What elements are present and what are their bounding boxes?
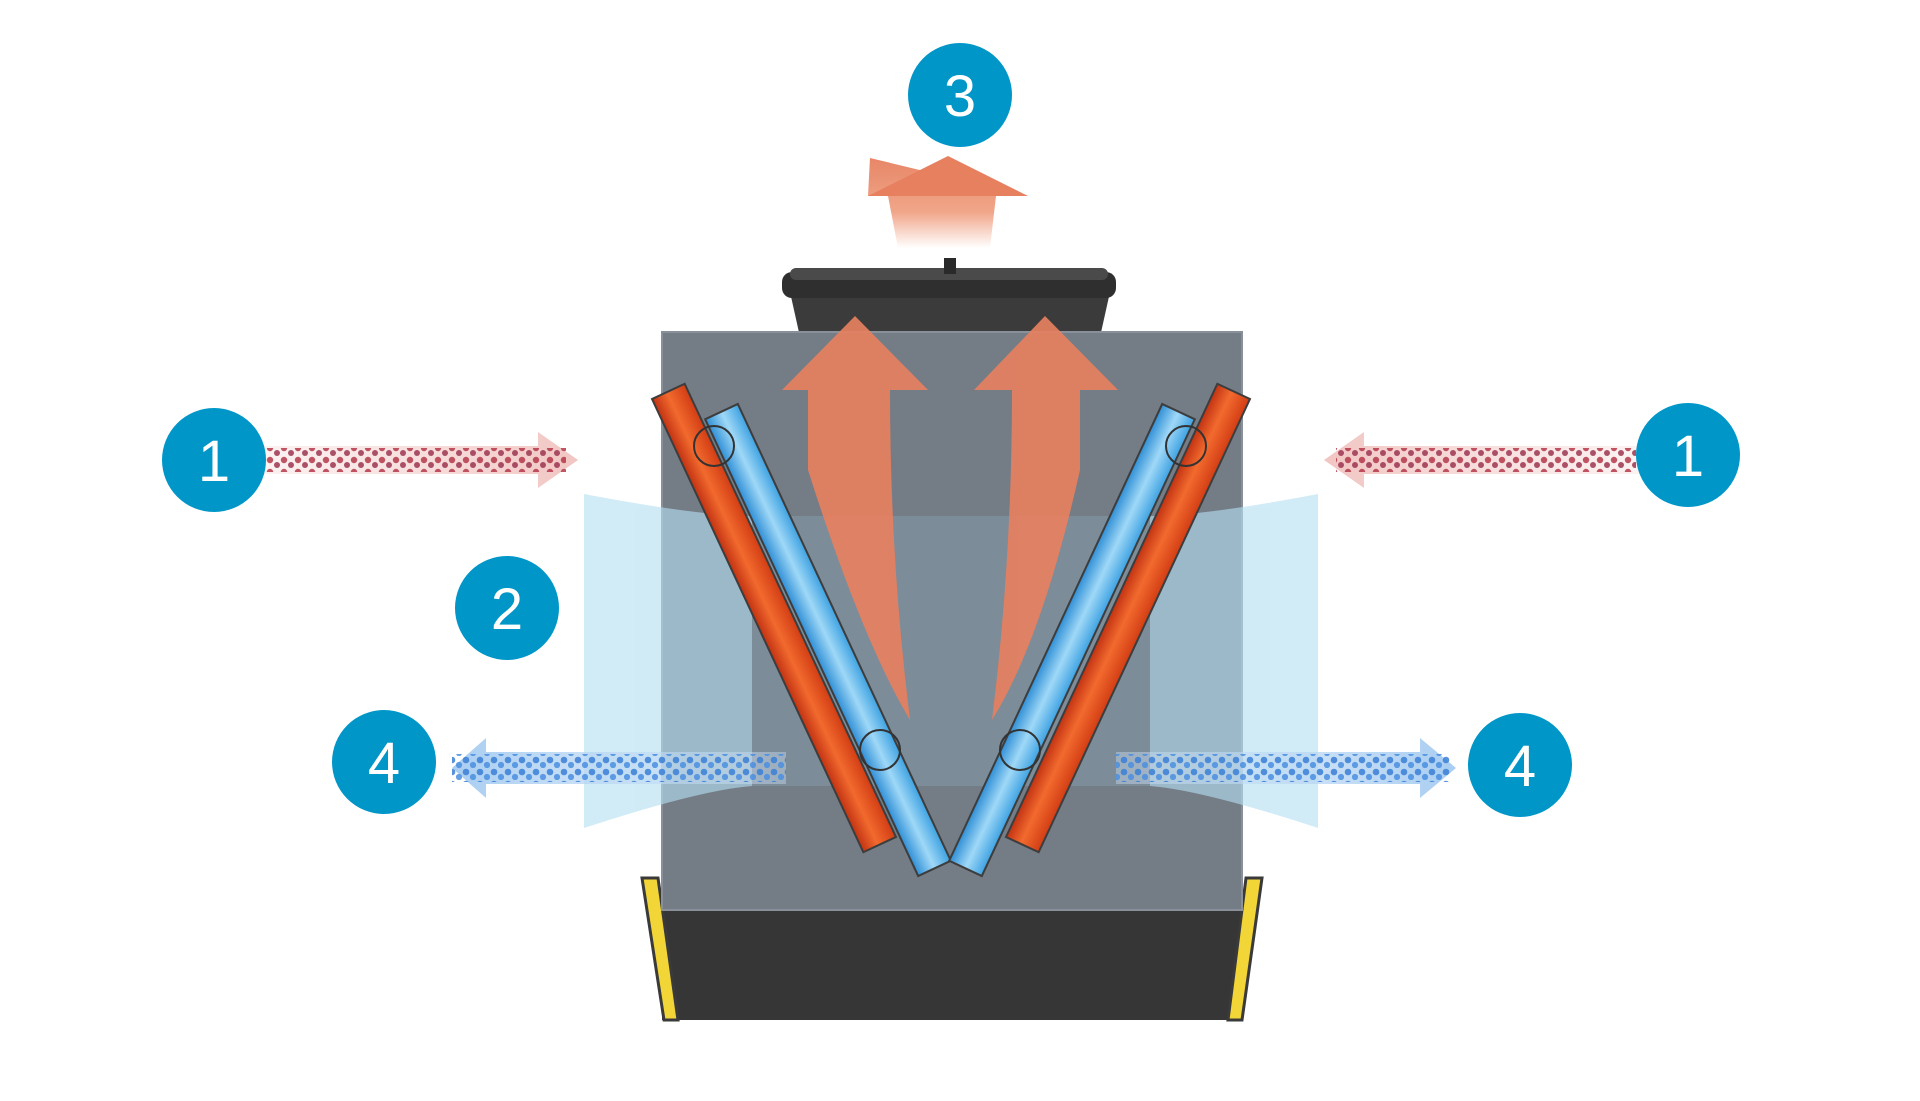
badge-number: 4 (368, 731, 400, 796)
pipe-connector (859, 729, 901, 771)
outlet-arrow-right (1116, 738, 1456, 798)
pipe-connector (1165, 425, 1207, 467)
intake-arrow-right (1324, 432, 1640, 488)
badge-intake-right: 1 (1636, 403, 1740, 507)
badge-number: 1 (1672, 424, 1704, 489)
badge-number: 1 (198, 429, 230, 494)
exhaust-arrow (868, 156, 1028, 248)
badge-exhaust: 3 (908, 43, 1012, 147)
right-hot-coil (1004, 382, 1252, 854)
badge-outlet-left: 4 (332, 710, 436, 814)
badge-number: 3 (944, 64, 976, 129)
left-hot-coil (650, 382, 898, 854)
pipe-connector (999, 729, 1041, 771)
coil-assembly (650, 382, 1252, 878)
badge-number: 2 (491, 577, 523, 642)
right-foot (1226, 876, 1264, 1022)
internal-hot-air (782, 316, 1118, 720)
outlet-arrow-left (452, 738, 786, 798)
pipe-connector (693, 425, 735, 467)
intake-arrow-left (262, 432, 578, 488)
up-arrow-icon (782, 316, 928, 720)
unit-base (640, 876, 1264, 1022)
right-cold-coil (947, 402, 1197, 878)
left-foot (640, 876, 680, 1022)
badge-outlet-right: 4 (1468, 713, 1572, 817)
badge-number: 4 (1504, 734, 1536, 799)
badge-spray-zone: 2 (455, 556, 559, 660)
left-cold-coil (703, 402, 953, 878)
badge-intake-left: 1 (162, 408, 266, 512)
up-arrow-icon (974, 316, 1118, 720)
